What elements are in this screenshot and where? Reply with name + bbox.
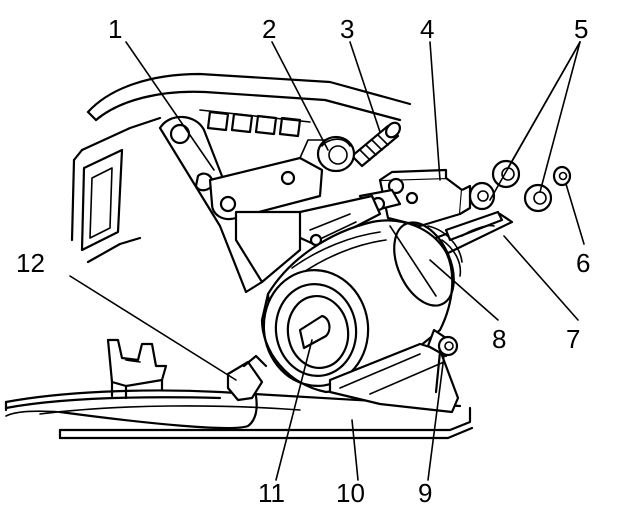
leader-2 [271, 41, 329, 151]
slotted-bracket [428, 210, 514, 256]
leader-9 [427, 355, 445, 481]
callout-7: 7 [566, 324, 580, 354]
leader-lines [69, 41, 585, 481]
callout-1: 1 [108, 14, 122, 44]
washer-5b [491, 159, 521, 189]
callout-labels: 1 2 3 4 5 6 7 8 9 10 11 12 [16, 14, 590, 508]
callout-2: 2 [262, 14, 276, 44]
engine-housing [70, 72, 412, 264]
leader-10 [351, 419, 359, 481]
connector-12 [5, 354, 268, 430]
leader-7 [503, 235, 579, 321]
washer-2 [316, 135, 356, 173]
leader-4 [429, 41, 441, 181]
nut-6 [552, 165, 572, 187]
leader-6 [565, 183, 585, 245]
callout-5: 5 [574, 14, 588, 44]
leader-5c [489, 41, 581, 201]
mounting-arm [158, 115, 331, 294]
callout-9: 9 [418, 478, 432, 508]
callout-3: 3 [340, 14, 354, 44]
callout-6: 6 [576, 248, 590, 278]
callout-4: 4 [420, 14, 434, 44]
leader-8 [429, 259, 499, 321]
washer-5c [523, 183, 553, 213]
callout-11: 11 [258, 478, 285, 508]
leader-11 [275, 339, 313, 481]
leader-5b [539, 41, 581, 193]
bolt-3 [350, 121, 401, 168]
alternator [234, 210, 463, 414]
callout-8: 8 [492, 324, 506, 354]
base-plate [4, 389, 474, 440]
callout-10: 10 [336, 478, 365, 508]
bracket-clip [106, 338, 168, 400]
callout-12: 12 [16, 248, 45, 278]
bolt-9 [434, 335, 459, 394]
adjusting-bracket [358, 168, 472, 228]
leader-3 [349, 41, 381, 133]
leader-1 [125, 41, 215, 171]
leader-12 [69, 275, 237, 381]
washer-5a [468, 181, 496, 211]
